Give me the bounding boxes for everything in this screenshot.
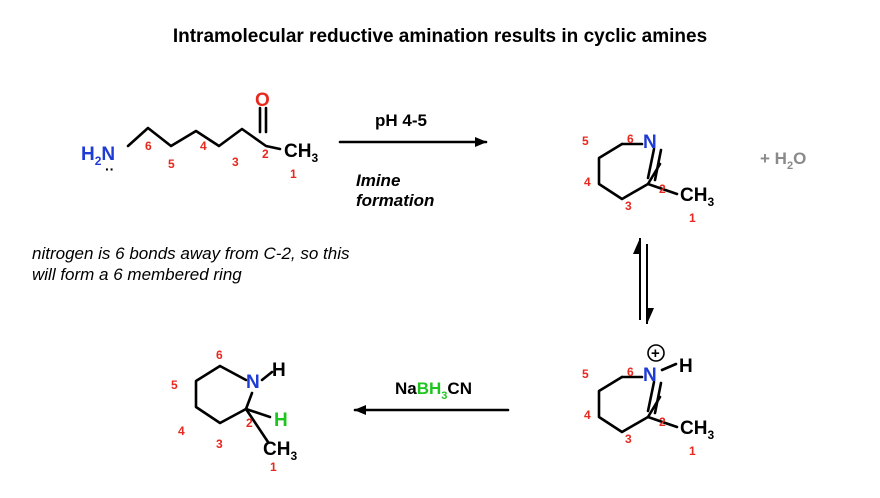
carbon-number-1: 1 [290,167,297,181]
positive-charge-sign: + [651,345,660,362]
piperidine-c2-n-bond [244,391,254,411]
imine-label-line-2: formation [356,191,434,210]
amine-nh2-label: H2N [81,144,115,168]
piperidine-nh-bond [260,370,274,382]
imine-label-line-1: Imine [356,171,400,190]
imine-methyl-bond [646,182,679,196]
iminium-double-bond-b [653,381,663,415]
piperidine-n-hydrogen: H [272,360,286,381]
imine-nitrogen: N [643,132,657,153]
note-line-2: will form a 6 membered ring [32,265,242,284]
equilibrium-arrows [633,238,654,324]
piperidine-number-5: 5 [171,378,178,392]
piperidine-ring-bonds [194,364,248,425]
methyl-group-label: CH3 [284,141,318,165]
amino-ketone-molecule: O H2N ·· CH3 6 5 4 3 2 1 [81,90,318,181]
iminium-nh-bond [660,362,678,372]
equilibrium-arrowhead-down [647,308,654,324]
iminium-number-4: 4 [584,408,591,422]
oxygen-atom: O [255,90,270,111]
imine-number-3: 3 [625,199,632,213]
equilibrium-arrowhead-up [633,238,640,254]
piperidine-product: N H H CH3 6 5 4 3 2 1 [171,348,297,474]
amino-ketone-chain-bonds [126,126,282,151]
iminium-double-bond-a [646,380,656,413]
iminium-number-6: 6 [627,365,634,379]
carbon-number-6: 6 [145,139,152,153]
iminium-nitrogen: N [643,365,657,386]
piperidine-number-6: 6 [216,348,223,362]
carbon-number-5: 5 [168,157,175,171]
reducing-agent-label: NaBH3CN [395,379,472,402]
new-hydrogen-atom: H [274,410,288,431]
explanation-note: nitrogen is 6 bonds away from C-2, so th… [32,243,349,285]
note-line-1: nitrogen is 6 bonds away from C-2, so th… [32,244,350,263]
positive-charge-circle [647,344,665,362]
imine-double-bond-a [646,147,656,180]
reduction-step: NaBH3CN [353,379,510,415]
piperidine-methyl-bond [244,407,270,444]
cyclic-imine-molecule: N CH3 6 5 4 3 2 1 [582,132,714,225]
iminium-methyl-bond [646,415,679,429]
carbon-number-2: 2 [262,147,269,161]
imine-number-4: 4 [584,175,591,189]
imine-number-6: 6 [627,132,634,146]
water-byproduct: + H2O [760,149,806,172]
iminium-ion-molecule: N H + CH3 6 5 4 3 2 1 [582,344,714,458]
piperidine-number-1: 1 [270,460,277,474]
imine-number-5: 5 [582,134,589,148]
iminium-number-1: 1 [689,444,696,458]
iminium-methyl-label: CH3 [680,418,714,442]
scheme-title: Intramolecular reductive amination resul… [172,26,708,47]
piperidine-c2-h-bond [244,407,272,419]
nitrogen-lone-pair: ·· [105,161,114,177]
imine-formation-step: pH 4-5 Imine formation [338,111,488,210]
iminium-ring-bonds [597,375,662,434]
piperidine-number-4: 4 [178,424,185,438]
iminium-number-3: 3 [625,432,632,446]
imine-number-2: 2 [659,182,666,196]
imine-methyl-label: CH3 [680,185,714,209]
piperidine-number-3: 3 [216,437,223,451]
cyclic-imine-ring-bonds [597,142,662,201]
imine-number-1: 1 [689,211,696,225]
imine-double-bond-b [653,148,663,182]
piperidine-number-2: 2 [246,416,253,430]
ph-condition-label: pH 4-5 [375,111,427,130]
iminium-number-2: 2 [659,415,666,429]
iminium-number-5: 5 [582,367,589,381]
carbon-number-3: 3 [232,155,239,169]
piperidine-methyl-label: CH3 [263,439,297,463]
piperidine-nitrogen: N [246,372,260,393]
carbon-number-4: 4 [200,139,207,153]
iminium-hydrogen: H [679,356,693,377]
